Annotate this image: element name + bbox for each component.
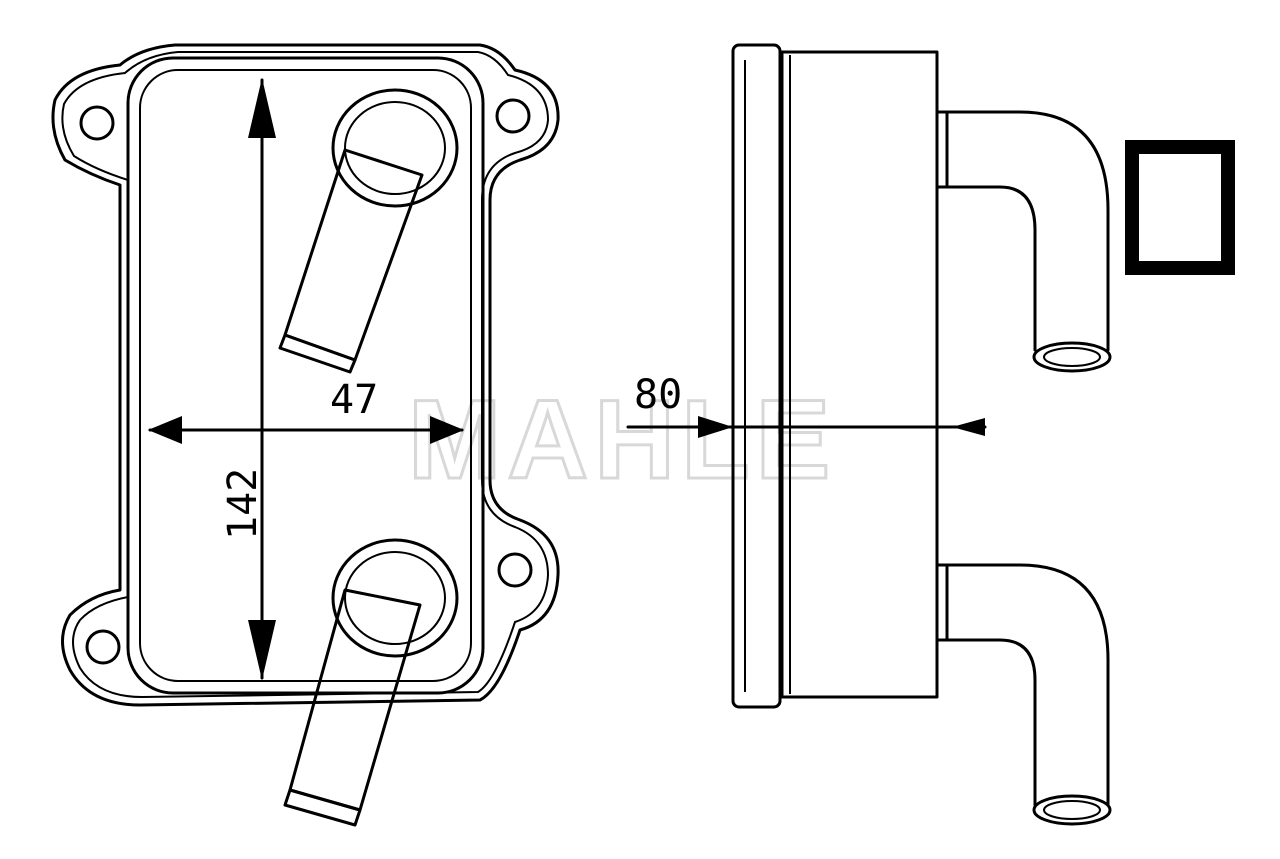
- front-view: 142 47: [51, 43, 560, 827]
- mounting-hole-bottom-left: [85, 629, 121, 665]
- side-view-upper-elbow: [945, 110, 1112, 373]
- front-view-flange-inner: [61, 51, 550, 699]
- mahle-watermark: MAHLE: [408, 377, 836, 502]
- front-view-upper-pipe: [278, 88, 459, 374]
- mounting-hole-top-left: [79, 105, 115, 141]
- mounting-hole-top-right: [495, 98, 531, 134]
- side-view-core: [780, 50, 939, 699]
- side-view-flange: [731, 43, 782, 709]
- dimension-arrow-height: [248, 78, 276, 680]
- front-view-lower-pipe: [283, 538, 459, 827]
- front-view-flange: [51, 43, 560, 707]
- front-view-core-inner: [139, 69, 472, 682]
- dimension-label-depth: 80: [634, 372, 682, 418]
- side-view-lower-elbow: [945, 563, 1112, 826]
- square-symbol: [1125, 140, 1235, 275]
- dimension-label-width: 47: [330, 377, 378, 423]
- dimension-arrow-depth: [626, 416, 987, 438]
- side-view: 80: [626, 43, 1112, 826]
- mounting-hole-bottom-right: [497, 552, 533, 588]
- front-view-core: [126, 56, 485, 695]
- dimension-arrow-width: [148, 416, 464, 444]
- dimension-label-height: 142: [220, 468, 266, 540]
